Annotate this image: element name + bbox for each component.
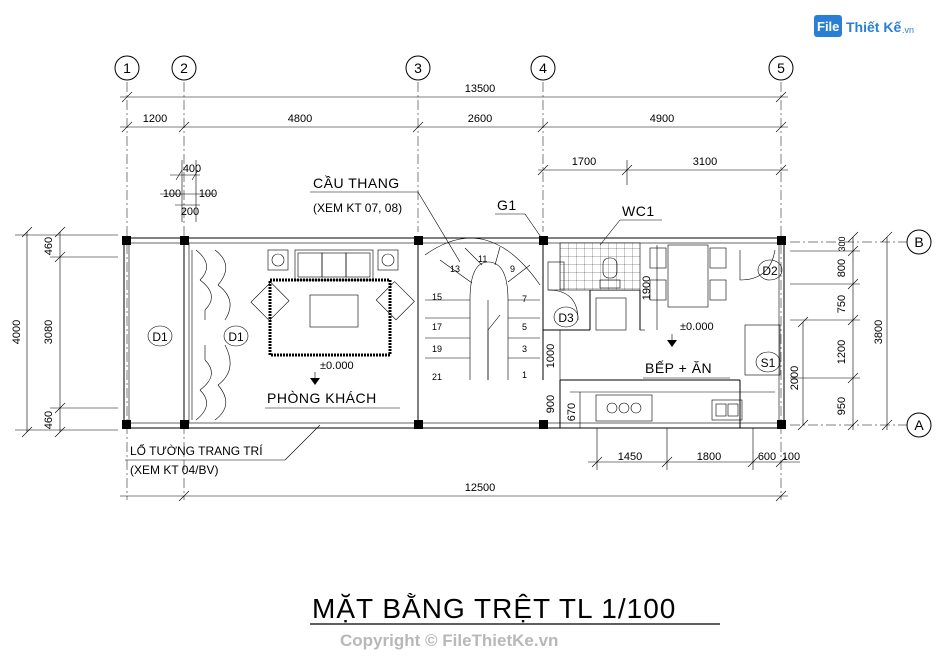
svg-text:4900: 4900 — [650, 113, 674, 125]
tag-d3: D3 — [553, 306, 579, 328]
svg-text:100: 100 — [782, 451, 800, 463]
svg-text:3800: 3800 — [873, 320, 885, 344]
inner-dimensions: 1900 1000 900 670 — [545, 245, 658, 428]
stair-step-5: 5 — [522, 322, 527, 332]
room-kitchen-label: BẾP + ĂN — [645, 360, 712, 376]
top-dimensions: 13500 1200 4800 2600 4900 1700 3100 400 … — [120, 83, 788, 222]
grid-axes-right: B A — [790, 229, 932, 438]
axis-b-bubble: B — [906, 229, 932, 255]
tag-d2: D2 — [757, 259, 783, 281]
svg-text:2600: 2600 — [468, 113, 492, 125]
svg-text:900: 900 — [545, 395, 557, 413]
logo-suffix: .vn — [902, 25, 914, 35]
svg-text:300: 300 — [837, 236, 847, 251]
svg-text:1000: 1000 — [545, 344, 557, 368]
axis-1-bubble: 1 — [114, 55, 140, 81]
svg-text:950: 950 — [836, 397, 848, 415]
svg-text:1800: 1800 — [697, 451, 721, 463]
svg-text:D3: D3 — [558, 311, 574, 325]
svg-text:D2: D2 — [762, 264, 778, 278]
svg-text:4800: 4800 — [288, 113, 312, 125]
svg-text:100: 100 — [199, 188, 217, 200]
stair-step-17: 17 — [432, 322, 442, 332]
svg-text:S1: S1 — [761, 356, 776, 370]
svg-text:400: 400 — [183, 163, 201, 175]
bottom-dimensions: 12500 1450 1800 600 100 — [120, 428, 800, 502]
svg-text:12500: 12500 — [465, 482, 496, 494]
stair-step-7: 7 — [522, 294, 527, 304]
filethietke-logo: File Thiết Kế .vn — [814, 15, 914, 37]
logo-text: Thiết Kế — [846, 19, 901, 35]
living-level: ±0.000 — [320, 360, 354, 372]
svg-text:460: 460 — [43, 411, 55, 429]
tag-d1-left: D1 — [147, 325, 173, 347]
axis-5-bubble: 5 — [768, 55, 794, 81]
svg-text:1200: 1200 — [143, 113, 167, 125]
svg-text:1900: 1900 — [641, 276, 653, 300]
structural-columns — [122, 236, 786, 429]
stair-step-19: 19 — [432, 344, 442, 354]
svg-text:B: B — [914, 234, 923, 250]
svg-text:1200: 1200 — [836, 340, 848, 364]
staircase: 15 17 19 21 13 11 9 7 5 3 1 — [424, 237, 541, 382]
svg-text:800: 800 — [836, 259, 848, 277]
svg-text:1450: 1450 — [618, 451, 642, 463]
svg-text:600: 600 — [758, 451, 776, 463]
stair-step-3: 3 — [522, 344, 527, 354]
svg-text:460: 460 — [43, 237, 55, 255]
copyright-text: Copyright © FileThietKe.vn — [340, 631, 558, 650]
right-dimensions: 3800 300 800 750 1200 950 2000 — [789, 231, 893, 431]
axis-2-bubble: 2 — [171, 55, 197, 81]
tag-s1: S1 — [755, 351, 781, 373]
svg-text:1700: 1700 — [572, 156, 596, 168]
svg-text:2000: 2000 — [789, 366, 801, 390]
room-living-label: PHÒNG KHÁCH — [267, 390, 377, 406]
svg-text:670: 670 — [566, 403, 578, 421]
svg-text:4: 4 — [539, 60, 547, 76]
kitchen-furniture — [570, 244, 781, 422]
svg-text:2: 2 — [180, 60, 188, 76]
deco-wall-label: LỔ TƯỜNG TRANG TRÍ — [130, 443, 263, 458]
svg-text:1: 1 — [123, 60, 131, 76]
g1-label: G1 — [497, 197, 517, 213]
drawing-title: MẶT BẰNG TRỆT TL 1/100 — [312, 593, 676, 624]
svg-text:4000: 4000 — [11, 320, 23, 344]
tag-d1-right: D1 — [223, 325, 249, 347]
svg-text:3100: 3100 — [693, 156, 717, 168]
folding-doors — [191, 249, 231, 421]
kitchen-level: ±0.000 — [680, 321, 714, 333]
svg-text:750: 750 — [836, 295, 848, 313]
stair-step-1: 1 — [522, 370, 527, 380]
dim-overall-top: 13500 — [465, 83, 496, 95]
wc-area — [547, 242, 641, 331]
logo-badge: File — [817, 19, 839, 34]
wc-label: WC1 — [622, 203, 655, 219]
svg-text:5: 5 — [777, 60, 785, 76]
grid-axes-top: 1 2 3 4 5 — [114, 55, 794, 500]
stair-label: CẦU THANG — [313, 175, 400, 191]
deco-wall-note: (XEM KT 04/BV) — [130, 463, 218, 477]
stair-step-13: 13 — [450, 264, 460, 274]
left-dimensions: 4000 460 3080 460 — [11, 226, 118, 438]
svg-text:200: 200 — [181, 206, 199, 218]
svg-text:100: 100 — [163, 188, 181, 200]
stair-step-11: 11 — [478, 254, 487, 264]
svg-text:D1: D1 — [228, 330, 244, 344]
stair-step-21: 21 — [432, 372, 442, 382]
svg-text:3: 3 — [414, 60, 422, 76]
svg-text:3080: 3080 — [43, 320, 55, 344]
stair-step-9: 9 — [510, 264, 515, 274]
living-room-furniture — [250, 249, 415, 357]
stair-step-15: 15 — [432, 292, 442, 302]
svg-text:D1: D1 — [152, 330, 168, 344]
axis-4-bubble: 4 — [530, 55, 556, 81]
axis-3-bubble: 3 — [405, 55, 431, 81]
svg-text:A: A — [914, 417, 924, 433]
axis-a-bubble: A — [906, 412, 932, 438]
stair-note: (XEM KT 07, 08) — [313, 201, 402, 215]
